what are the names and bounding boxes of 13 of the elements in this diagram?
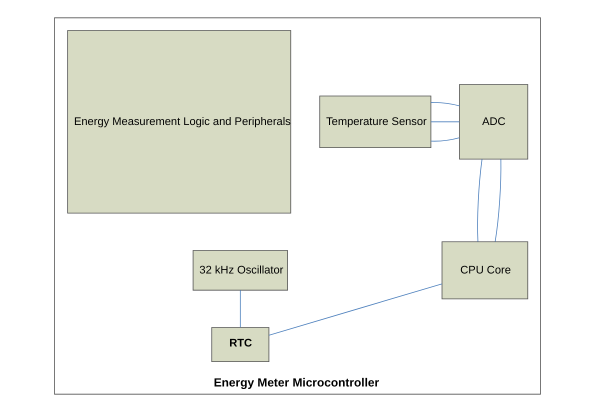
connector <box>494 158 502 242</box>
node-box: 32 kHz Oscillator <box>192 250 288 291</box>
connector <box>430 137 460 142</box>
connector <box>240 290 241 328</box>
node-box: ADC <box>459 84 528 160</box>
node-box: Energy Measurement Logic and Peripherals <box>67 30 292 214</box>
connector <box>430 102 460 106</box>
node-box: CPU Core <box>442 241 528 300</box>
node-box: RTC <box>211 327 270 362</box>
node-box: Temperature Sensor <box>319 96 432 148</box>
connector <box>477 158 482 242</box>
connector <box>430 121 460 122</box>
connector <box>268 283 442 336</box>
